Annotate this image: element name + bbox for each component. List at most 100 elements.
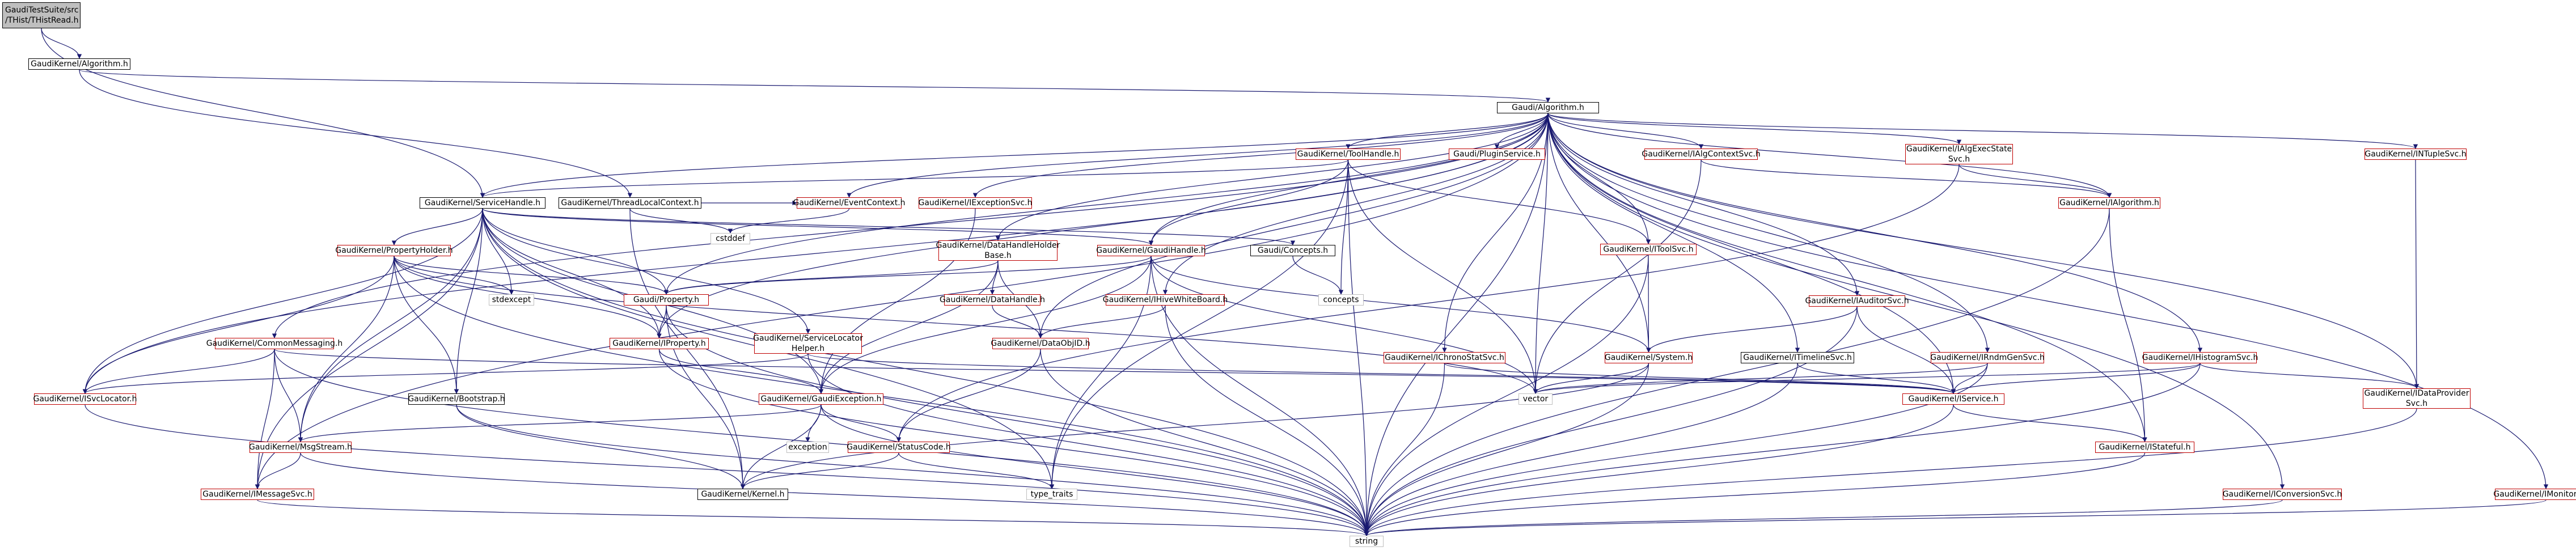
- node-iconversion-svc-h[interactable]: GaudiKernel/IConversionSvc.h: [2222, 489, 2342, 500]
- edge-sh-to-concepts_h: [482, 208, 1295, 245]
- node-thread-local-context-h[interactable]: GaudiKernel/ThreadLocalContext.h: [559, 197, 701, 209]
- node-iproperty-h[interactable]: GaudiKernel/IProperty.h: [610, 338, 709, 349]
- node-system-h[interactable]: GaudiKernel/System.h: [1604, 352, 1693, 363]
- edge-dh-to-doid: [992, 305, 1043, 338]
- node-kernel-h[interactable]: GaudiKernel/Kernel.h: [697, 489, 788, 500]
- edge-gal-to-dhhb: [995, 113, 1549, 241]
- node-plugin-service-h[interactable]: Gaudi/PluginService.h: [1449, 149, 1545, 160]
- edge-gh-to-vector: [1150, 256, 1538, 394]
- edge-iac-to-ialg: [1701, 159, 2112, 198]
- node-ialg-exec-state-svc-h[interactable]: GaudiKernel/IAlgExecState Svc.h: [1905, 144, 2013, 164]
- edge-imsg-to-string: [257, 499, 1369, 536]
- edge-iiwb-to-string: [1165, 305, 1369, 536]
- edge-itool-to-isys: [1646, 255, 1651, 353]
- node-event-context-h[interactable]: GaudiKernel/EventContext.h: [793, 197, 906, 209]
- edge-ihrnd-to-vector: [1533, 363, 1988, 394]
- edge-gal-to-plugin: [1494, 113, 1549, 149]
- edge-ph-to-ms: [298, 256, 395, 442]
- node-itimeline-svc-h[interactable]: GaudiKernel/ITimelineSvc.h: [1741, 352, 1854, 363]
- edge-ihist-to-isvc: [1951, 363, 2201, 394]
- node-iexception-svc-h[interactable]: GaudiKernel/IExceptionSvc.h: [918, 197, 1033, 209]
- edge-gal-to-iconv: [1547, 113, 2285, 489]
- node-msg-stream-h[interactable]: GaudiKernel/MsgStream.h: [249, 442, 353, 453]
- edge-toolh-to-vector: [1347, 159, 1538, 394]
- node-property-holder-h[interactable]: GaudiKernel/PropertyHolder.h: [335, 245, 453, 256]
- node-gaudi-property-h[interactable]: Gaudi/Property.h: [624, 294, 709, 306]
- edge-sh-to-imsg: [255, 208, 483, 489]
- edge-ichr-to-isvc: [1444, 363, 1956, 394]
- edge-ms-to-string: [300, 452, 1369, 536]
- node-ihistogram-svc-h[interactable]: GaudiKernel/IHistogramSvc.h: [2142, 352, 2258, 363]
- node-service-handle-h[interactable]: GaudiKernel/ServiceHandle.h: [420, 197, 545, 209]
- node-tool-handle-h[interactable]: GaudiKernel/ToolHandle.h: [1296, 149, 1401, 160]
- node-iservice-h[interactable]: GaudiKernel/IService.h: [1902, 393, 2004, 405]
- edge-iprop-to-string: [658, 349, 1369, 536]
- edge-gal-to-ialg: [1547, 113, 2112, 198]
- node-isvc-locator-h[interactable]: GaudiKernel/ISvcLocator.h: [33, 393, 137, 405]
- edge-sc-to-type_traits: [898, 452, 1055, 489]
- node-concepts-h[interactable]: Gaudi/Concepts.h: [1250, 245, 1335, 256]
- node-data-obj-id-h[interactable]: GaudiKernel/DataObjID.h: [991, 338, 1090, 349]
- edge-sh-to-string: [482, 208, 1369, 536]
- node-intuple-svc-h[interactable]: GaudiKernel/INTupleSvc.h: [2364, 149, 2467, 160]
- node-itool-svc-h[interactable]: GaudiKernel/IToolSvc.h: [1600, 244, 1697, 255]
- node-gaudi-algorithm-h[interactable]: Gaudi/Algorithm.h: [1497, 102, 1599, 113]
- edge-toolh-to-concepts: [1338, 159, 1349, 295]
- node-ialgorithm-h[interactable]: GaudiKernel/IAlgorithm.h: [2058, 197, 2160, 209]
- edge-gal-to-ihrnd: [1547, 113, 1990, 353]
- root-file-node: GaudiTestSuite/src /THist/THistRead.h: [2, 2, 81, 28]
- node-status-code-h[interactable]: GaudiKernel/StatusCode.h: [847, 442, 951, 453]
- node-ihive-white-board-h[interactable]: GaudiKernel/IHiveWhiteBoard.h: [1102, 294, 1228, 306]
- node-irndm-gen-svc-h[interactable]: GaudiKernel/IRndmGenSvc.h: [1930, 352, 2045, 363]
- node-exception: exception: [786, 442, 829, 453]
- node-bootstrap-h[interactable]: GaudiKernel/Bootstrap.h: [408, 393, 505, 405]
- node-data-handle-holder-base-h[interactable]: GaudiKernel/DataHandleHolder Base.h: [936, 240, 1060, 261]
- edge-iac-to-vector: [1533, 159, 1702, 394]
- edge-ph-to-boot: [394, 256, 459, 394]
- node-service-locator-helper-h[interactable]: GaudiKernel/ServiceLocator Helper.h: [753, 333, 863, 354]
- edge-slh-to-isl: [83, 353, 809, 394]
- edge-iaud-to-isvc: [1856, 306, 1956, 394]
- node-ialg-context-svc-h[interactable]: GaudiKernel/IAlgContextSvc.h: [1642, 149, 1761, 160]
- edge-sh-to-ph: [391, 208, 483, 245]
- edge-gal-to-imon: [1547, 113, 2549, 489]
- node-gaudi-exception-h[interactable]: GaudiKernel/GaudiException.h: [759, 393, 883, 405]
- edge-gal-to-sh: [480, 113, 1549, 198]
- edge-doid-to-sc: [896, 349, 1041, 442]
- node-iauditor-svc-h[interactable]: GaudiKernel/IAuditorSvc.h: [1805, 295, 1909, 307]
- edge-slh-to-string: [807, 353, 1369, 536]
- edge-gal-to-iexc: [972, 113, 1549, 198]
- edge-iaes-to-sc: [896, 164, 1960, 442]
- edge-dhhb-to-gprop: [663, 260, 999, 295]
- edge-iaud-to-isys: [1646, 306, 1858, 353]
- node-imonitor-svc-h[interactable]: GaudiKernel/IMonitorSvc.h: [2493, 489, 2576, 500]
- node-ichrono-stat-svc-h[interactable]: GaudiKernel/IChronoStatSvc.h: [1384, 352, 1505, 363]
- edge-cm-to-ms: [274, 349, 303, 442]
- edge-slh-to-isvc: [807, 353, 1956, 394]
- edge-ph-to-vector: [394, 256, 1538, 394]
- node-istateful-h[interactable]: GaudiKernel/IStateful.h: [2095, 442, 2194, 453]
- edge-istf-to-string: [1364, 452, 2146, 536]
- node-imessage-svc-h[interactable]: GaudiKernel/IMessageSvc.h: [201, 489, 314, 500]
- edge-idp-to-string: [1364, 408, 2417, 536]
- node-common-messaging-h[interactable]: GaudiKernel/CommonMessaging.h: [206, 338, 343, 349]
- edge-gal-to-istf: [1547, 113, 2147, 442]
- dependency-edges: [41, 28, 2549, 536]
- edge-isys-to-vector: [1533, 363, 1649, 394]
- edge-isl-to-string: [84, 404, 1369, 536]
- edge-ihrnd-to-isvc: [1951, 363, 1988, 394]
- node-data-handle-h[interactable]: GaudiKernel/DataHandle.h: [940, 294, 1045, 306]
- edge-doid-to-string: [1040, 349, 1369, 536]
- edge-gal-to-evc: [847, 113, 1549, 198]
- edge-itool-to-string: [1364, 255, 1649, 536]
- node-idata-provider-svc-h[interactable]: GaudiKernel/IDataProvider Svc.h: [2363, 388, 2471, 409]
- edge-ichr-to-string: [1364, 363, 1445, 536]
- node-algorithm-h[interactable]: GaudiKernel/Algorithm.h: [28, 58, 130, 70]
- edge-isvc-to-string: [1364, 404, 1954, 536]
- edge-iiwb-to-doid: [1038, 305, 1166, 338]
- node-gaudi-handle-h[interactable]: GaudiKernel/GaudiHandle.h: [1096, 245, 1206, 256]
- edge-gal-to-ihist: [1547, 113, 2203, 353]
- edge-gal-to-isl: [82, 113, 1549, 394]
- edge-toolh-to-string: [1347, 159, 1369, 536]
